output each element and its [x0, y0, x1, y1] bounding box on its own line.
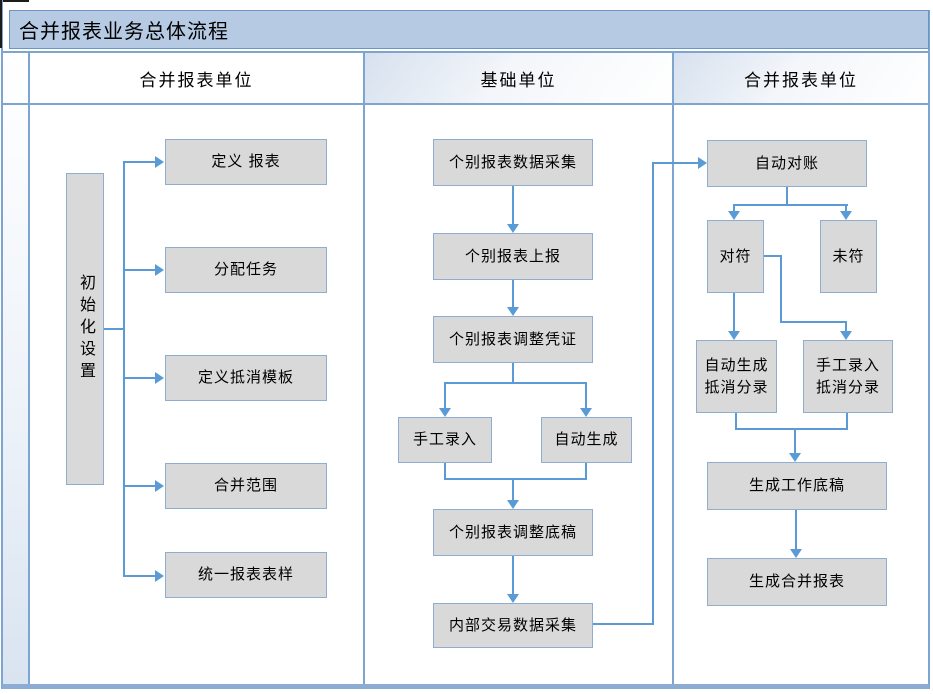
connector	[444, 478, 587, 480]
connector	[124, 269, 155, 271]
arrowhead	[507, 500, 519, 509]
top-left-border-segment	[0, 0, 29, 2]
connector	[733, 204, 735, 212]
arrowhead	[507, 224, 519, 233]
connector	[764, 255, 782, 257]
connector	[593, 623, 654, 625]
arrowhead	[155, 264, 164, 276]
node-define-elimination-template: 定义抵消模板	[165, 355, 327, 401]
node-individual-report-data-collection: 个别报表数据采集	[433, 139, 593, 186]
arrowhead	[155, 156, 164, 168]
lane-header-label: 合并报表单位	[139, 70, 254, 90]
header-bottom-line	[2, 103, 929, 105]
title-bar: 合并报表业务总体流程	[9, 10, 929, 49]
node-individual-report-adjust-draft: 个别报表调整底稿	[433, 509, 593, 556]
lane-divider-1	[363, 53, 365, 684]
node-define-report: 定义 报表	[165, 139, 327, 185]
page-title: 合并报表业务总体流程	[19, 21, 229, 43]
lane-header-base-unit: 基础单位	[365, 53, 672, 103]
connector	[735, 413, 737, 430]
arrowhead	[790, 549, 802, 558]
connector	[845, 204, 847, 212]
lane-header-consolidated-right: 合并报表单位	[674, 53, 928, 103]
lane-divider-2	[672, 53, 674, 684]
lane-header-consolidated-left: 合并报表单位	[30, 53, 363, 103]
connector	[124, 575, 155, 577]
node-internal-transaction-data-collection: 内部交易数据采集	[433, 603, 593, 648]
connector	[124, 161, 155, 163]
node-individual-report-submit: 个别报表上报	[433, 233, 593, 280]
bottom-bar	[2, 684, 929, 689]
connector	[652, 162, 654, 625]
connector	[780, 255, 782, 323]
node-individual-report-adjust-voucher: 个别报表调整凭证	[433, 316, 593, 363]
arrowhead	[728, 331, 740, 340]
connector	[845, 321, 847, 331]
arrowhead	[698, 157, 707, 169]
node-auto-reconciliation: 自动对账	[707, 140, 867, 187]
connector	[780, 321, 847, 323]
arrowhead	[155, 480, 164, 492]
lane-header-label: 基础单位	[480, 70, 557, 90]
node-unify-report-format: 统一报表表样	[165, 552, 327, 598]
arrowhead	[155, 570, 164, 582]
outer-left-border	[1, 0, 3, 689]
connector	[735, 428, 848, 430]
connector	[124, 377, 155, 379]
arrowhead	[840, 211, 852, 220]
outer-left-border-dark	[0, 0, 2, 48]
arrowhead	[728, 211, 740, 220]
node-matched: 对符	[707, 220, 764, 293]
connector	[786, 187, 788, 206]
arrowhead	[507, 307, 519, 316]
connector	[124, 485, 155, 487]
arrowhead	[840, 331, 852, 340]
arrowhead	[439, 408, 451, 417]
connector	[794, 428, 796, 453]
node-consolidation-scope: 合并范围	[165, 463, 327, 509]
node-generate-consolidated-report: 生成合并报表	[707, 558, 887, 606]
connector	[444, 382, 587, 384]
arrowhead	[789, 453, 801, 462]
connector	[123, 161, 125, 577]
node-auto-generate: 自动生成	[541, 417, 632, 463]
connector	[512, 556, 514, 594]
strip-divider	[28, 53, 30, 684]
connector	[104, 328, 124, 330]
node-manual-entry-elimination-entries: 手工录入 抵消分录	[803, 340, 893, 413]
connector	[733, 293, 735, 331]
connector	[512, 280, 514, 308]
swimlane-label-strip	[3, 53, 28, 684]
node-generate-working-paper: 生成工作底稿	[707, 462, 887, 510]
node-auto-generate-elimination-entries: 自动生成 抵消分录	[696, 340, 777, 413]
connector	[512, 363, 514, 384]
connector	[585, 382, 587, 408]
connector	[512, 478, 514, 500]
connector	[585, 463, 587, 480]
connector	[846, 413, 848, 430]
connector	[734, 204, 848, 206]
node-init-settings: 初始化设置	[66, 173, 104, 485]
connector	[444, 463, 446, 480]
connector	[444, 382, 446, 408]
outer-right-border	[928, 10, 930, 689]
node-manual-entry: 手工录入	[398, 417, 492, 463]
lane-header-label: 合并报表单位	[744, 70, 858, 90]
node-unmatched: 未符	[820, 220, 877, 293]
connector	[795, 510, 797, 549]
arrowhead	[580, 408, 592, 417]
arrowhead	[507, 594, 519, 603]
arrowhead	[155, 372, 164, 384]
connector	[652, 162, 698, 164]
connector	[512, 186, 514, 225]
header-top-line	[2, 51, 929, 53]
node-assign-task: 分配任务	[165, 247, 327, 293]
